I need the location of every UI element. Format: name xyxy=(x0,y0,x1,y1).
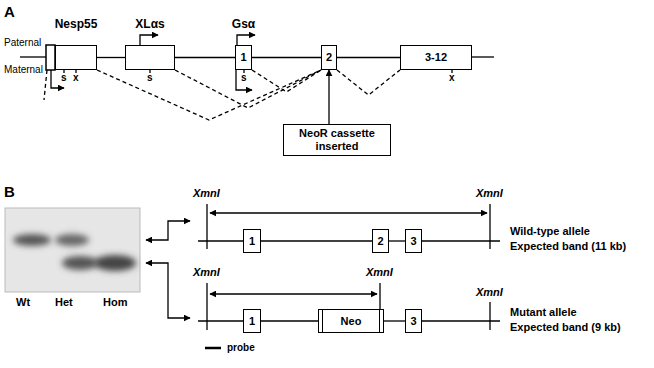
exon-box: Gsα1 xyxy=(235,45,252,70)
panel-label: A xyxy=(4,3,15,20)
gene-backbone xyxy=(389,240,405,241)
strand-label: Maternal xyxy=(4,64,43,76)
site-label: s xyxy=(61,72,67,84)
band-size: Expected band (9 kb) xyxy=(510,321,621,334)
gene-name: Nesp55 xyxy=(55,17,98,31)
enzyme-label: XmnI xyxy=(476,286,503,299)
exon-number: 2 xyxy=(326,51,332,64)
neo-cassette-box: Neo xyxy=(318,309,384,333)
strand-label: Paternal xyxy=(4,37,41,49)
exon-box: Nesp55 xyxy=(55,45,97,70)
gene-backbone xyxy=(175,57,235,58)
gene-backbone xyxy=(337,57,400,58)
exon-box: 3 xyxy=(405,229,422,253)
allele-maps xyxy=(146,204,500,348)
gene-backbone xyxy=(97,57,125,58)
exon-number: 1 xyxy=(240,51,246,64)
gene-backbone xyxy=(261,240,372,241)
probe-label: probe xyxy=(227,342,255,354)
exon-box: XLαs xyxy=(125,45,175,70)
insertion-arrow xyxy=(328,70,329,124)
gene-backbone xyxy=(261,320,318,321)
cassette-bar xyxy=(322,310,323,332)
site-label: x xyxy=(73,72,79,84)
splice-line xyxy=(175,70,321,108)
cassette-box: NeoR cassette inserted xyxy=(283,124,391,156)
splice-line xyxy=(252,70,321,92)
exon-number: 3-12 xyxy=(425,51,447,64)
site-label: s xyxy=(147,72,153,84)
gel-image xyxy=(5,208,140,292)
lane-label: Wt xyxy=(16,296,30,309)
exon-box: 1 xyxy=(243,309,261,333)
enzyme-label: XmnI xyxy=(193,266,220,279)
exon-number: 2 xyxy=(377,235,383,248)
exon-box: 3 xyxy=(405,309,422,333)
site-label: x xyxy=(449,72,455,84)
enzyme-label: XmnI xyxy=(193,187,220,200)
lane-label: Hom xyxy=(103,296,127,309)
exon-number: Neo xyxy=(341,315,362,328)
exon-box: 2 xyxy=(321,45,337,70)
enzyme-label: XmnI xyxy=(366,266,393,279)
site-label: s xyxy=(241,72,247,84)
gene-map xyxy=(20,35,494,100)
allele-label: Wild-type allele xyxy=(510,225,590,238)
cassette-label: NeoR cassette inserted xyxy=(287,127,387,153)
lane-label: Het xyxy=(55,296,73,309)
gene-name: Gsα xyxy=(232,17,255,31)
splice-line xyxy=(97,70,321,120)
gene-name: XLαs xyxy=(135,17,164,31)
exon-number: 3 xyxy=(410,235,416,248)
exon-box: 3-12 xyxy=(400,45,472,70)
allele-label: Mutant allele xyxy=(510,306,577,319)
gene-backbone xyxy=(252,57,321,58)
gene-backbone xyxy=(384,320,405,321)
panel-label: B xyxy=(4,183,15,200)
exon-number: 3 xyxy=(410,315,416,328)
exon-number: 1 xyxy=(249,315,255,328)
exon-number: 1 xyxy=(249,235,255,248)
exon-box: 1 xyxy=(243,229,261,253)
splice-line xyxy=(337,70,400,95)
cassette-bar xyxy=(379,310,380,332)
exon-box: 2 xyxy=(372,229,389,253)
enzyme-label: XmnI xyxy=(476,187,503,200)
band-size: Expected band (11 kb) xyxy=(510,240,626,253)
